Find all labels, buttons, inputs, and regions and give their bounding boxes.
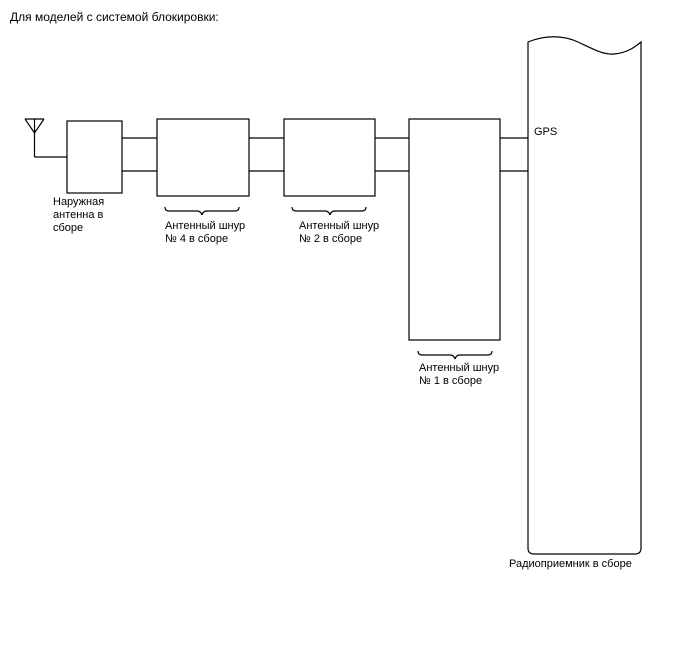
outer-antenna-label: Наружная антенна в сборе <box>53 196 104 235</box>
cable-segment-1 <box>122 137 157 172</box>
diagram-title: Для моделей с системой блокировки: <box>10 10 219 24</box>
antenna-cord-1-box <box>408 118 501 341</box>
antenna-cord-4-box <box>156 118 250 197</box>
antenna-cord-4-label-line-2: № 4 в сборе <box>165 233 229 245</box>
antenna-cord-2-box <box>283 118 376 197</box>
antenna-cord-4-label-line-1: Антенный шнур <box>165 220 246 232</box>
antenna-cord-1-label: Антенный шнур № 1 в сборе <box>419 362 499 388</box>
radio-receiver-box <box>527 36 642 555</box>
antenna-cord-4-label: Антенный шнур № 4 в сборе <box>165 220 245 246</box>
antenna-icon <box>24 118 67 158</box>
brace-cord-2 <box>291 206 367 216</box>
cable-segment-2 <box>249 137 284 172</box>
cable-segment-4 <box>500 137 528 172</box>
cable-segment-3 <box>375 137 409 172</box>
antenna-cord-2-label-line-2: № 2 в сборе <box>299 233 363 245</box>
radio-receiver-label: Радиоприемник в сборе <box>509 558 632 570</box>
outer-antenna-label-line-3: сборе <box>53 222 84 234</box>
brace-cord-1 <box>417 350 493 360</box>
antenna-cord-2-label-line-1: Антенный шнур <box>299 220 380 232</box>
outer-antenna-label-line-2: антенна в <box>53 209 104 221</box>
antenna-cord-1-label-line-2: № 1 в сборе <box>419 375 483 387</box>
antenna-cord-2-label: Антенный шнур № 2 в сборе <box>299 220 379 246</box>
antenna-cord-1-label-line-1: Антенный шнур <box>419 362 500 374</box>
outer-antenna-label-line-1: Наружная <box>53 196 105 208</box>
gps-port-label: GPS <box>534 126 558 138</box>
brace-cord-4 <box>164 206 240 216</box>
outer-antenna-box <box>66 120 123 194</box>
